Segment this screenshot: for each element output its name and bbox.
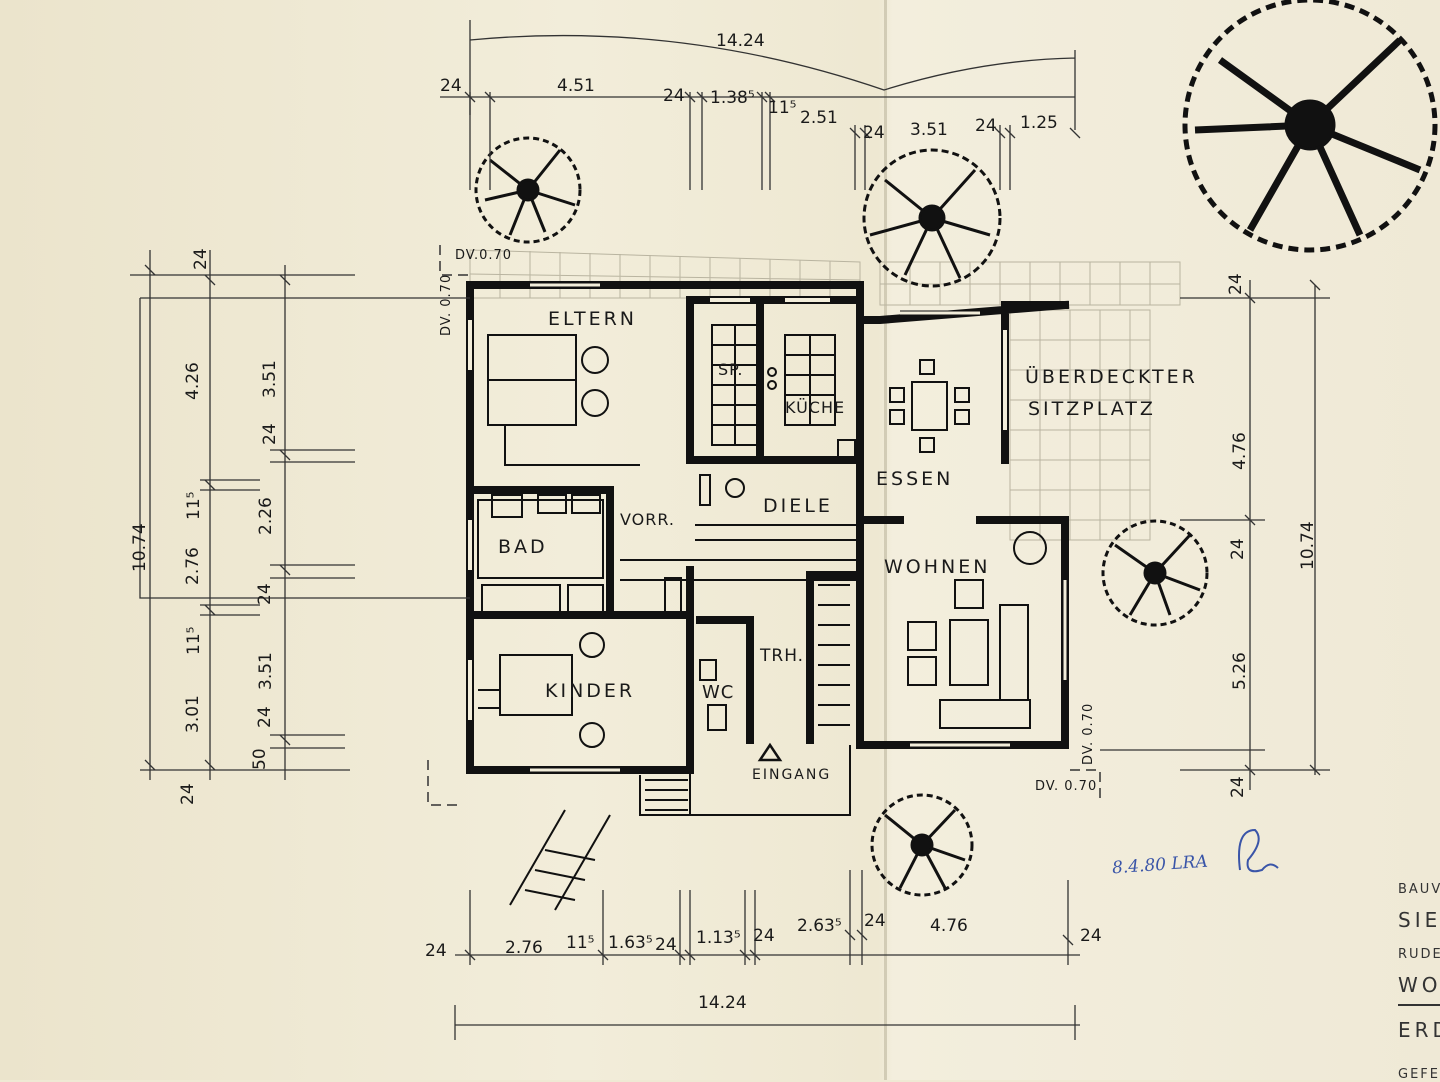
dim-right-c5: 24 bbox=[1228, 776, 1248, 798]
dimension-lines bbox=[130, 20, 1330, 1040]
room-label-eltern: ELTERN bbox=[548, 308, 637, 330]
room-label-essen: ESSEN bbox=[876, 468, 954, 490]
room-label-kinder: KINDER bbox=[545, 680, 636, 702]
dim-bottom-10: 4.76 bbox=[930, 916, 968, 936]
room-label-wc: WC bbox=[702, 682, 735, 703]
dim-left-a1: 24 bbox=[191, 248, 211, 270]
dim-bottom-5: 24 bbox=[655, 935, 677, 955]
dim-right-total: 10.74 bbox=[1298, 521, 1318, 570]
dim-left-b4: 24 bbox=[255, 583, 275, 605]
note-dv-top: DV.0.70 bbox=[455, 248, 513, 263]
windows bbox=[468, 283, 1067, 772]
title-block-line-6: GEFE bbox=[1398, 1067, 1440, 1082]
dim-bottom-2: 2.76 bbox=[505, 938, 543, 958]
room-label-sitzplatz: SITZPLATZ bbox=[1028, 398, 1156, 420]
room-label-eingang: EINGANG bbox=[752, 767, 832, 783]
dv-outlines bbox=[427, 245, 1101, 806]
room-label-ueberdeckter: ÜBERDECKTER bbox=[1025, 366, 1198, 388]
dim-top-total: 14.24 bbox=[716, 31, 765, 51]
note-dv-right: DV. 0.70 bbox=[1081, 702, 1096, 765]
paper-fold bbox=[884, 0, 887, 1080]
room-label-diele: DIELE bbox=[763, 495, 833, 517]
dim-left-b5: 3.51 bbox=[256, 652, 276, 690]
dim-bottom-11: 24 bbox=[1080, 926, 1102, 946]
note-dv-left: DV. 0.70 bbox=[439, 273, 454, 336]
title-block-line-1: BAUV bbox=[1398, 882, 1440, 897]
tree-icon bbox=[1182, 0, 1438, 253]
dim-bottom-8: 2.63⁵ bbox=[797, 916, 842, 936]
title-block-line-4: WO bbox=[1398, 973, 1440, 997]
title-block-line-5: ERD bbox=[1398, 1018, 1440, 1042]
dim-top-7: 24 bbox=[863, 123, 885, 143]
dim-right-c4: 5.26 bbox=[1230, 652, 1250, 690]
entrance-stairs bbox=[509, 742, 851, 911]
dim-bottom-1: 24 bbox=[425, 941, 447, 961]
dim-bottom-3: 11⁵ bbox=[566, 933, 595, 953]
dim-left-a6: 3.01 bbox=[183, 695, 203, 733]
tree-icon bbox=[474, 136, 582, 244]
walls bbox=[466, 281, 1070, 774]
tree-icon bbox=[862, 148, 1002, 288]
dim-bottom-9: 24 bbox=[864, 911, 886, 931]
dim-bottom-4: 1.63⁵ bbox=[608, 933, 653, 953]
dim-right-c2: 4.76 bbox=[1230, 432, 1250, 470]
dim-top-1: 24 bbox=[440, 76, 462, 96]
dim-left-a7: 24 bbox=[178, 783, 198, 805]
dim-left-b1: 3.51 bbox=[260, 360, 280, 398]
dim-left-b2: 24 bbox=[260, 423, 280, 445]
room-label-bad: BAD bbox=[498, 536, 548, 558]
dim-top-4: 1.38⁵ bbox=[710, 88, 755, 108]
tree-icons bbox=[474, 0, 1438, 897]
note-dv-bottom: DV. 0.70 bbox=[1035, 779, 1098, 794]
window-lines bbox=[530, 282, 1068, 773]
title-block-rule bbox=[1398, 1004, 1440, 1006]
dim-top-10: 1.25 bbox=[1020, 113, 1058, 133]
dim-bottom-7: 24 bbox=[753, 926, 775, 946]
tree-icon bbox=[1101, 519, 1209, 627]
title-block-line-3: RUDE bbox=[1398, 947, 1440, 962]
dim-top-9: 24 bbox=[975, 116, 997, 136]
dim-left-b3: 2.26 bbox=[256, 497, 276, 535]
dim-top-5: 11⁵ bbox=[768, 98, 797, 118]
dim-top-6: 2.51 bbox=[800, 108, 838, 128]
dim-bottom-6: 1.13⁵ bbox=[696, 928, 741, 948]
dim-left-b6: 24 bbox=[255, 706, 275, 728]
room-label-kueche: KÜCHE bbox=[785, 398, 846, 417]
title-block-line-2: SIE bbox=[1398, 908, 1440, 932]
room-label-wohnen: WOHNEN bbox=[884, 556, 991, 578]
dim-right-c1: 24 bbox=[1226, 273, 1246, 295]
tree-icon bbox=[870, 793, 974, 897]
dim-top-3: 24 bbox=[663, 86, 685, 106]
room-label-sp: SP. bbox=[718, 360, 744, 379]
room-label-trh: TRH. bbox=[760, 646, 805, 666]
dim-left-a4: 2.76 bbox=[183, 547, 203, 585]
dim-left-total: 10.74 bbox=[130, 523, 150, 572]
dim-left-b7: 50 bbox=[250, 748, 270, 770]
dim-left-a5: 11⁵ bbox=[184, 626, 204, 655]
room-label-vorr: VORR. bbox=[620, 510, 676, 529]
dim-left-a2: 4.26 bbox=[183, 362, 203, 400]
dim-top-2: 4.51 bbox=[557, 76, 595, 96]
furniture bbox=[477, 324, 1047, 748]
dim-top-8: 3.51 bbox=[910, 120, 948, 140]
dim-right-c3: 24 bbox=[1228, 538, 1248, 560]
dim-left-a3: 11⁵ bbox=[184, 491, 204, 520]
dim-bottom-total: 14.24 bbox=[698, 993, 747, 1013]
